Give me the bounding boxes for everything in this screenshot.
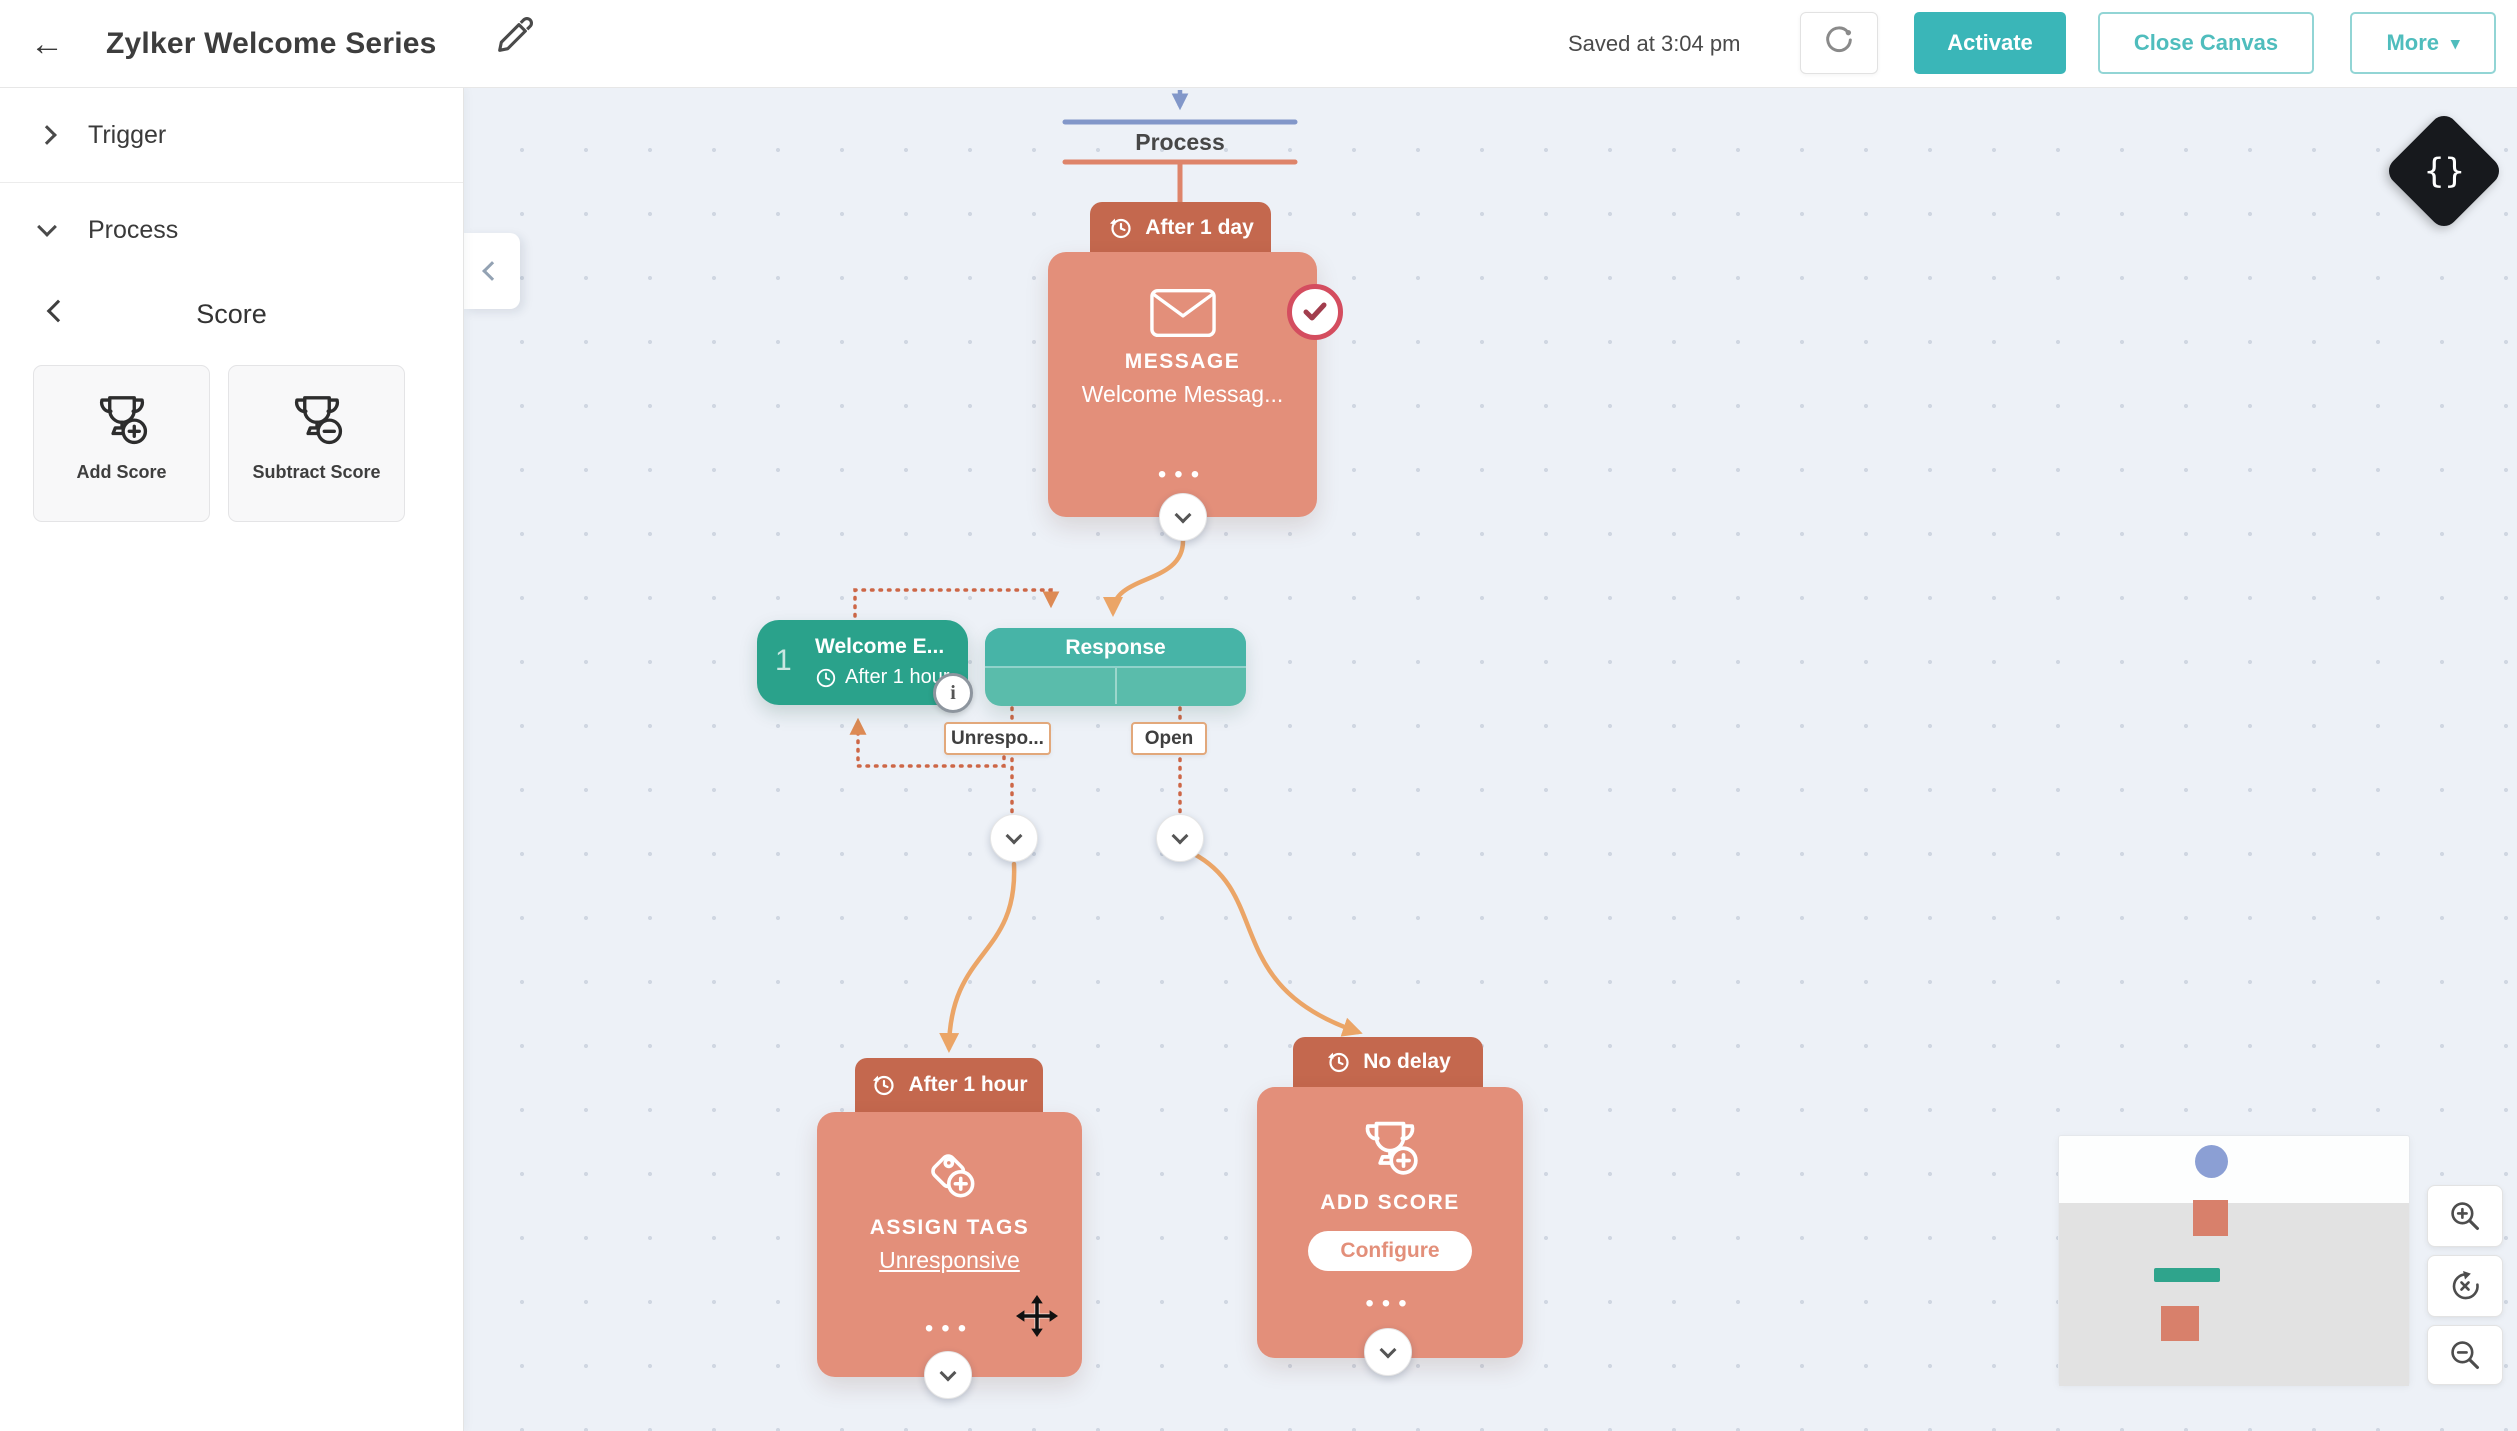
envelope-icon xyxy=(1149,288,1216,338)
add-score-add-port[interactable] xyxy=(1364,1328,1412,1376)
chevron-down-icon xyxy=(1379,1341,1397,1358)
subtract-score-label: Subtract Score xyxy=(252,462,381,482)
message-node-name: Welcome Messag... xyxy=(1081,381,1284,407)
top-bar: ← Zylker Welcome Series Saved at 3:04 pm… xyxy=(0,0,2517,88)
assign-tags-node-name[interactable]: Unresponsive xyxy=(879,1247,1020,1273)
edit-title-pencil-icon[interactable] xyxy=(494,12,538,61)
sidebar-section-trigger[interactable]: Trigger xyxy=(0,88,463,182)
clock-delay-icon xyxy=(1328,1052,1349,1073)
sidebar-section-process[interactable]: Process xyxy=(0,183,463,277)
chevron-down-icon xyxy=(1174,506,1192,523)
welcome-email-name: Welcome E... xyxy=(815,635,945,658)
add-score-delay-badge[interactable]: No delay xyxy=(1293,1037,1483,1087)
clock-icon xyxy=(816,668,836,687)
trigger-section-label: Trigger xyxy=(88,120,167,149)
add-score-delay-label: No delay xyxy=(1363,1050,1451,1073)
response-node-title: Response xyxy=(985,628,1246,668)
minimap[interactable] xyxy=(2058,1135,2410,1386)
more-label: More xyxy=(2386,30,2439,55)
response-node[interactable]: Response xyxy=(985,628,1246,706)
minimap-response-bar xyxy=(2154,1268,2220,1282)
welcome-email-index: 1 xyxy=(775,644,792,677)
unresponsive-branch-port[interactable] xyxy=(990,814,1038,862)
zoom-out-button[interactable] xyxy=(2427,1325,2503,1385)
assign-tags-add-port[interactable] xyxy=(924,1351,972,1399)
assign-tags-node-type: ASSIGN TAGS xyxy=(869,1216,1030,1239)
welcome-email-delay: After 1 hour xyxy=(815,666,950,689)
process-section-label: Process xyxy=(88,215,179,244)
caret-down-icon: ▾ xyxy=(2451,34,2460,53)
score-panel-title: Score xyxy=(196,299,267,329)
message-node-type: MESSAGE xyxy=(1124,350,1241,373)
back-icon[interactable]: ← xyxy=(30,25,64,63)
minimap-node xyxy=(2161,1306,2199,1341)
info-icon[interactable]: i xyxy=(933,673,973,713)
welcome-email-delay-text: After 1 hour xyxy=(845,666,950,688)
activate-button[interactable]: Activate xyxy=(1914,12,2066,74)
branch-label-unresponsive: Unrespo... xyxy=(944,722,1051,755)
workflow-canvas[interactable] xyxy=(464,88,2517,1431)
add-score-card[interactable]: Add Score xyxy=(33,365,210,522)
reset-zoom-icon xyxy=(2452,1270,2479,1300)
process-stage-label: Process xyxy=(1135,129,1225,155)
score-card-list: Add Score Subtract Score xyxy=(0,351,463,522)
minimap-node xyxy=(2193,1200,2228,1236)
score-back-button[interactable] xyxy=(46,299,70,324)
braces-icon: {} xyxy=(2423,150,2465,191)
add-score-node-menu[interactable]: ••• xyxy=(1365,1290,1415,1317)
welcome-email-node[interactable]: 1 Welcome E... After 1 hour xyxy=(757,620,968,705)
chevron-left-icon xyxy=(46,299,70,323)
zoom-in-button[interactable] xyxy=(2427,1185,2503,1247)
response-branch-cells xyxy=(985,668,1246,704)
refresh-icon xyxy=(1822,23,1856,63)
tag-plus-icon xyxy=(930,1154,974,1198)
add-score-label: Add Score xyxy=(76,462,167,482)
chevron-down-icon xyxy=(1171,827,1189,844)
score-panel-header: Score xyxy=(0,277,463,351)
open-branch-port[interactable] xyxy=(1156,814,1204,862)
configured-check-badge xyxy=(1287,284,1343,340)
sidebar: Trigger Process Score Add Score xyxy=(0,88,464,1431)
response-cell-unresponsive[interactable] xyxy=(985,668,1117,704)
message-delay-badge[interactable]: After 1 day xyxy=(1090,202,1271,254)
close-canvas-button[interactable]: Close Canvas xyxy=(2098,12,2314,74)
move-cursor xyxy=(1016,1295,1058,1342)
assign-tags-delay-label: After 1 hour xyxy=(908,1073,1028,1096)
minimap-trigger-dot xyxy=(2195,1145,2228,1178)
assign-tags-node-menu[interactable]: ••• xyxy=(924,1315,975,1342)
trophy-plus-icon xyxy=(1365,1121,1418,1175)
add-score-node-type: ADD SCORE xyxy=(1320,1191,1460,1214)
collapse-sidebar-button[interactable] xyxy=(464,233,520,309)
configure-button[interactable]: Configure xyxy=(1308,1231,1472,1271)
reset-zoom-button[interactable] xyxy=(2427,1255,2503,1317)
chevron-down-icon xyxy=(939,1364,957,1381)
refresh-button[interactable] xyxy=(1800,12,1878,74)
trophy-plus-icon xyxy=(99,396,147,445)
subtract-score-card[interactable]: Subtract Score xyxy=(228,365,405,522)
branch-label-open: Open xyxy=(1131,722,1207,755)
message-node[interactable]: MESSAGE Welcome Messag... ••• xyxy=(1048,252,1317,517)
message-node-add-port[interactable] xyxy=(1159,493,1207,541)
sidebar-divider xyxy=(0,182,463,183)
clock-delay-icon xyxy=(873,1075,895,1096)
page-title: Zylker Welcome Series xyxy=(106,27,437,60)
saved-status: Saved at 3:04 pm xyxy=(1568,31,1741,56)
zoom-in-icon xyxy=(2451,1202,2479,1230)
assign-tags-delay-badge[interactable]: After 1 hour xyxy=(855,1058,1043,1112)
check-icon xyxy=(1303,302,1327,321)
chevron-left-icon xyxy=(482,261,502,281)
minimap-viewport[interactable] xyxy=(2059,1203,2409,1386)
add-score-node[interactable]: ADD SCORE Configure ••• xyxy=(1257,1087,1523,1358)
chevron-right-icon xyxy=(37,125,57,145)
message-delay-label: After 1 day xyxy=(1145,216,1254,239)
message-node-menu[interactable]: ••• xyxy=(1157,461,1208,488)
clock-delay-icon xyxy=(1110,218,1131,239)
chevron-down-icon xyxy=(1005,827,1023,844)
more-button[interactable]: More ▾ xyxy=(2350,12,2496,74)
zoom-out-icon xyxy=(2451,1341,2479,1369)
response-cell-open[interactable] xyxy=(1117,668,1247,704)
chevron-down-icon xyxy=(37,217,57,237)
trophy-minus-icon xyxy=(294,396,342,445)
